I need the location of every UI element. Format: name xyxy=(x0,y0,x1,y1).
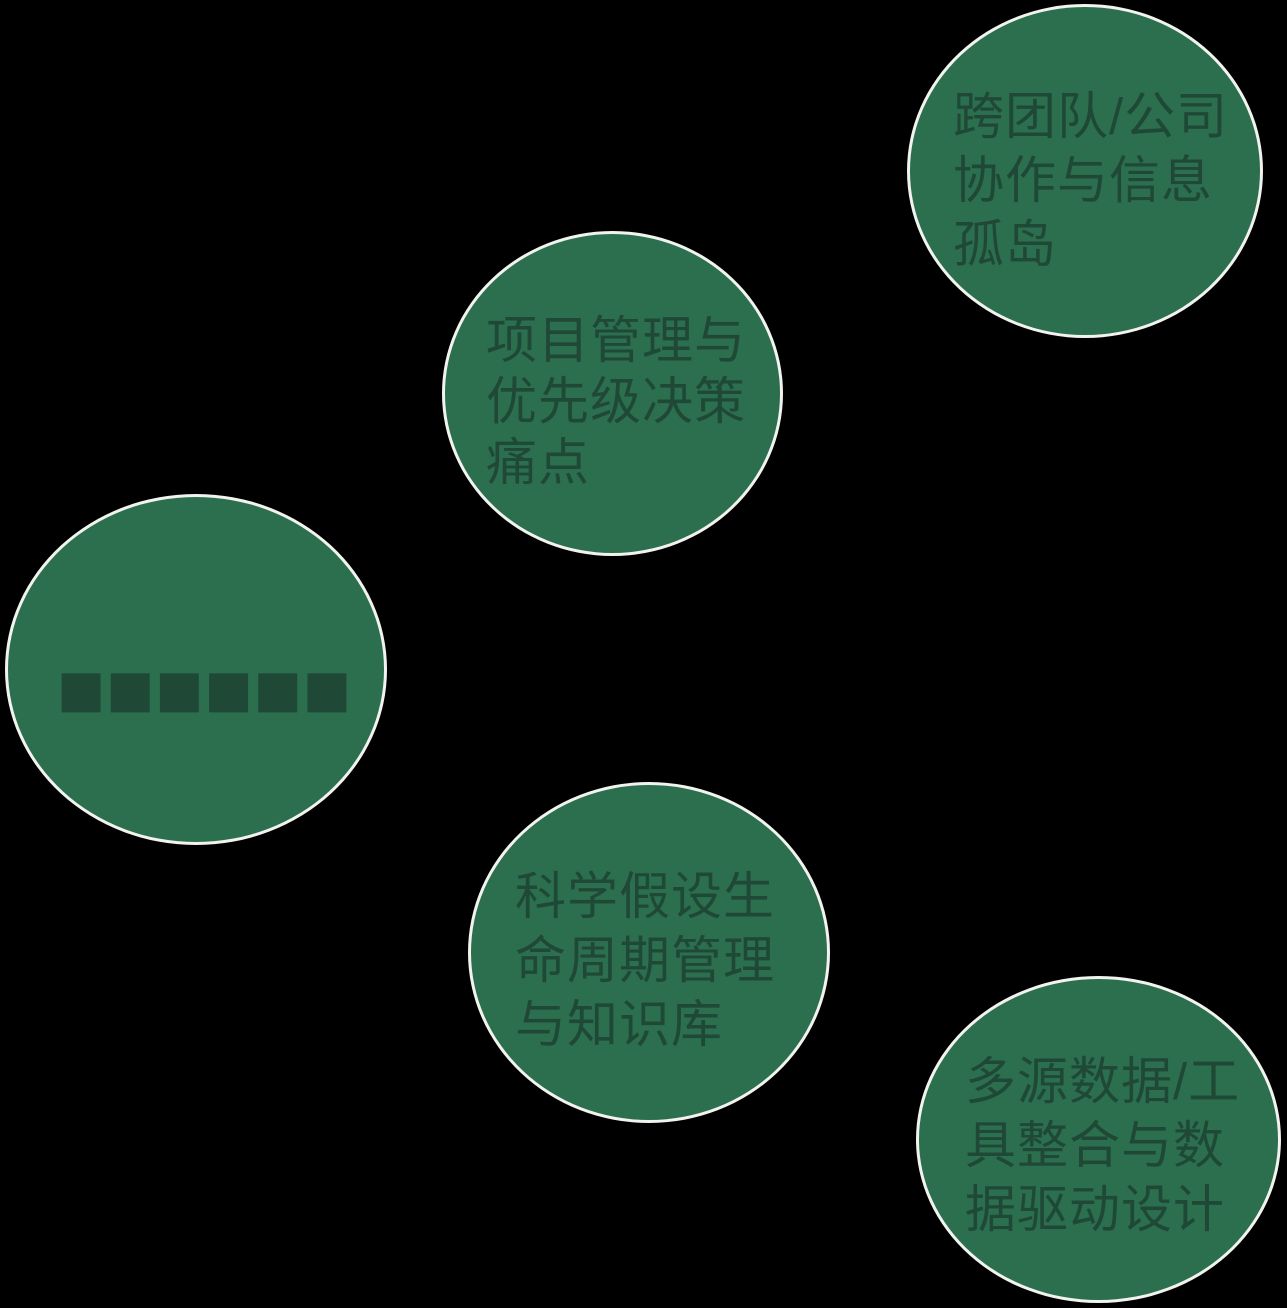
bubble-more-items-ellipsis: ■■■■■■ xyxy=(5,494,387,845)
bubble-project-management-pain: 项目管理与 优先级决策 痛点 xyxy=(442,231,783,556)
bubble-label: 科学假设生 命周期管理 与知识库 xyxy=(515,867,776,1053)
ellipsis-dots: ■■■■■■ xyxy=(56,659,353,719)
bubble-label: 跨团队/公司 协作与信息 孤岛 xyxy=(953,88,1229,273)
bubble-label: 项目管理与 优先级决策 痛点 xyxy=(486,312,747,491)
bubble-data-integration: 多源数据/工 具整合与数 据驱动设计 xyxy=(916,976,1281,1303)
bubble-hypothesis-lifecycle: 科学假设生 命周期管理 与知识库 xyxy=(468,782,830,1123)
bubble-cross-team-collaboration: 跨团队/公司 协作与信息 孤岛 xyxy=(907,4,1263,338)
bubble-label: 多源数据/工 具整合与数 据驱动设计 xyxy=(965,1052,1241,1238)
